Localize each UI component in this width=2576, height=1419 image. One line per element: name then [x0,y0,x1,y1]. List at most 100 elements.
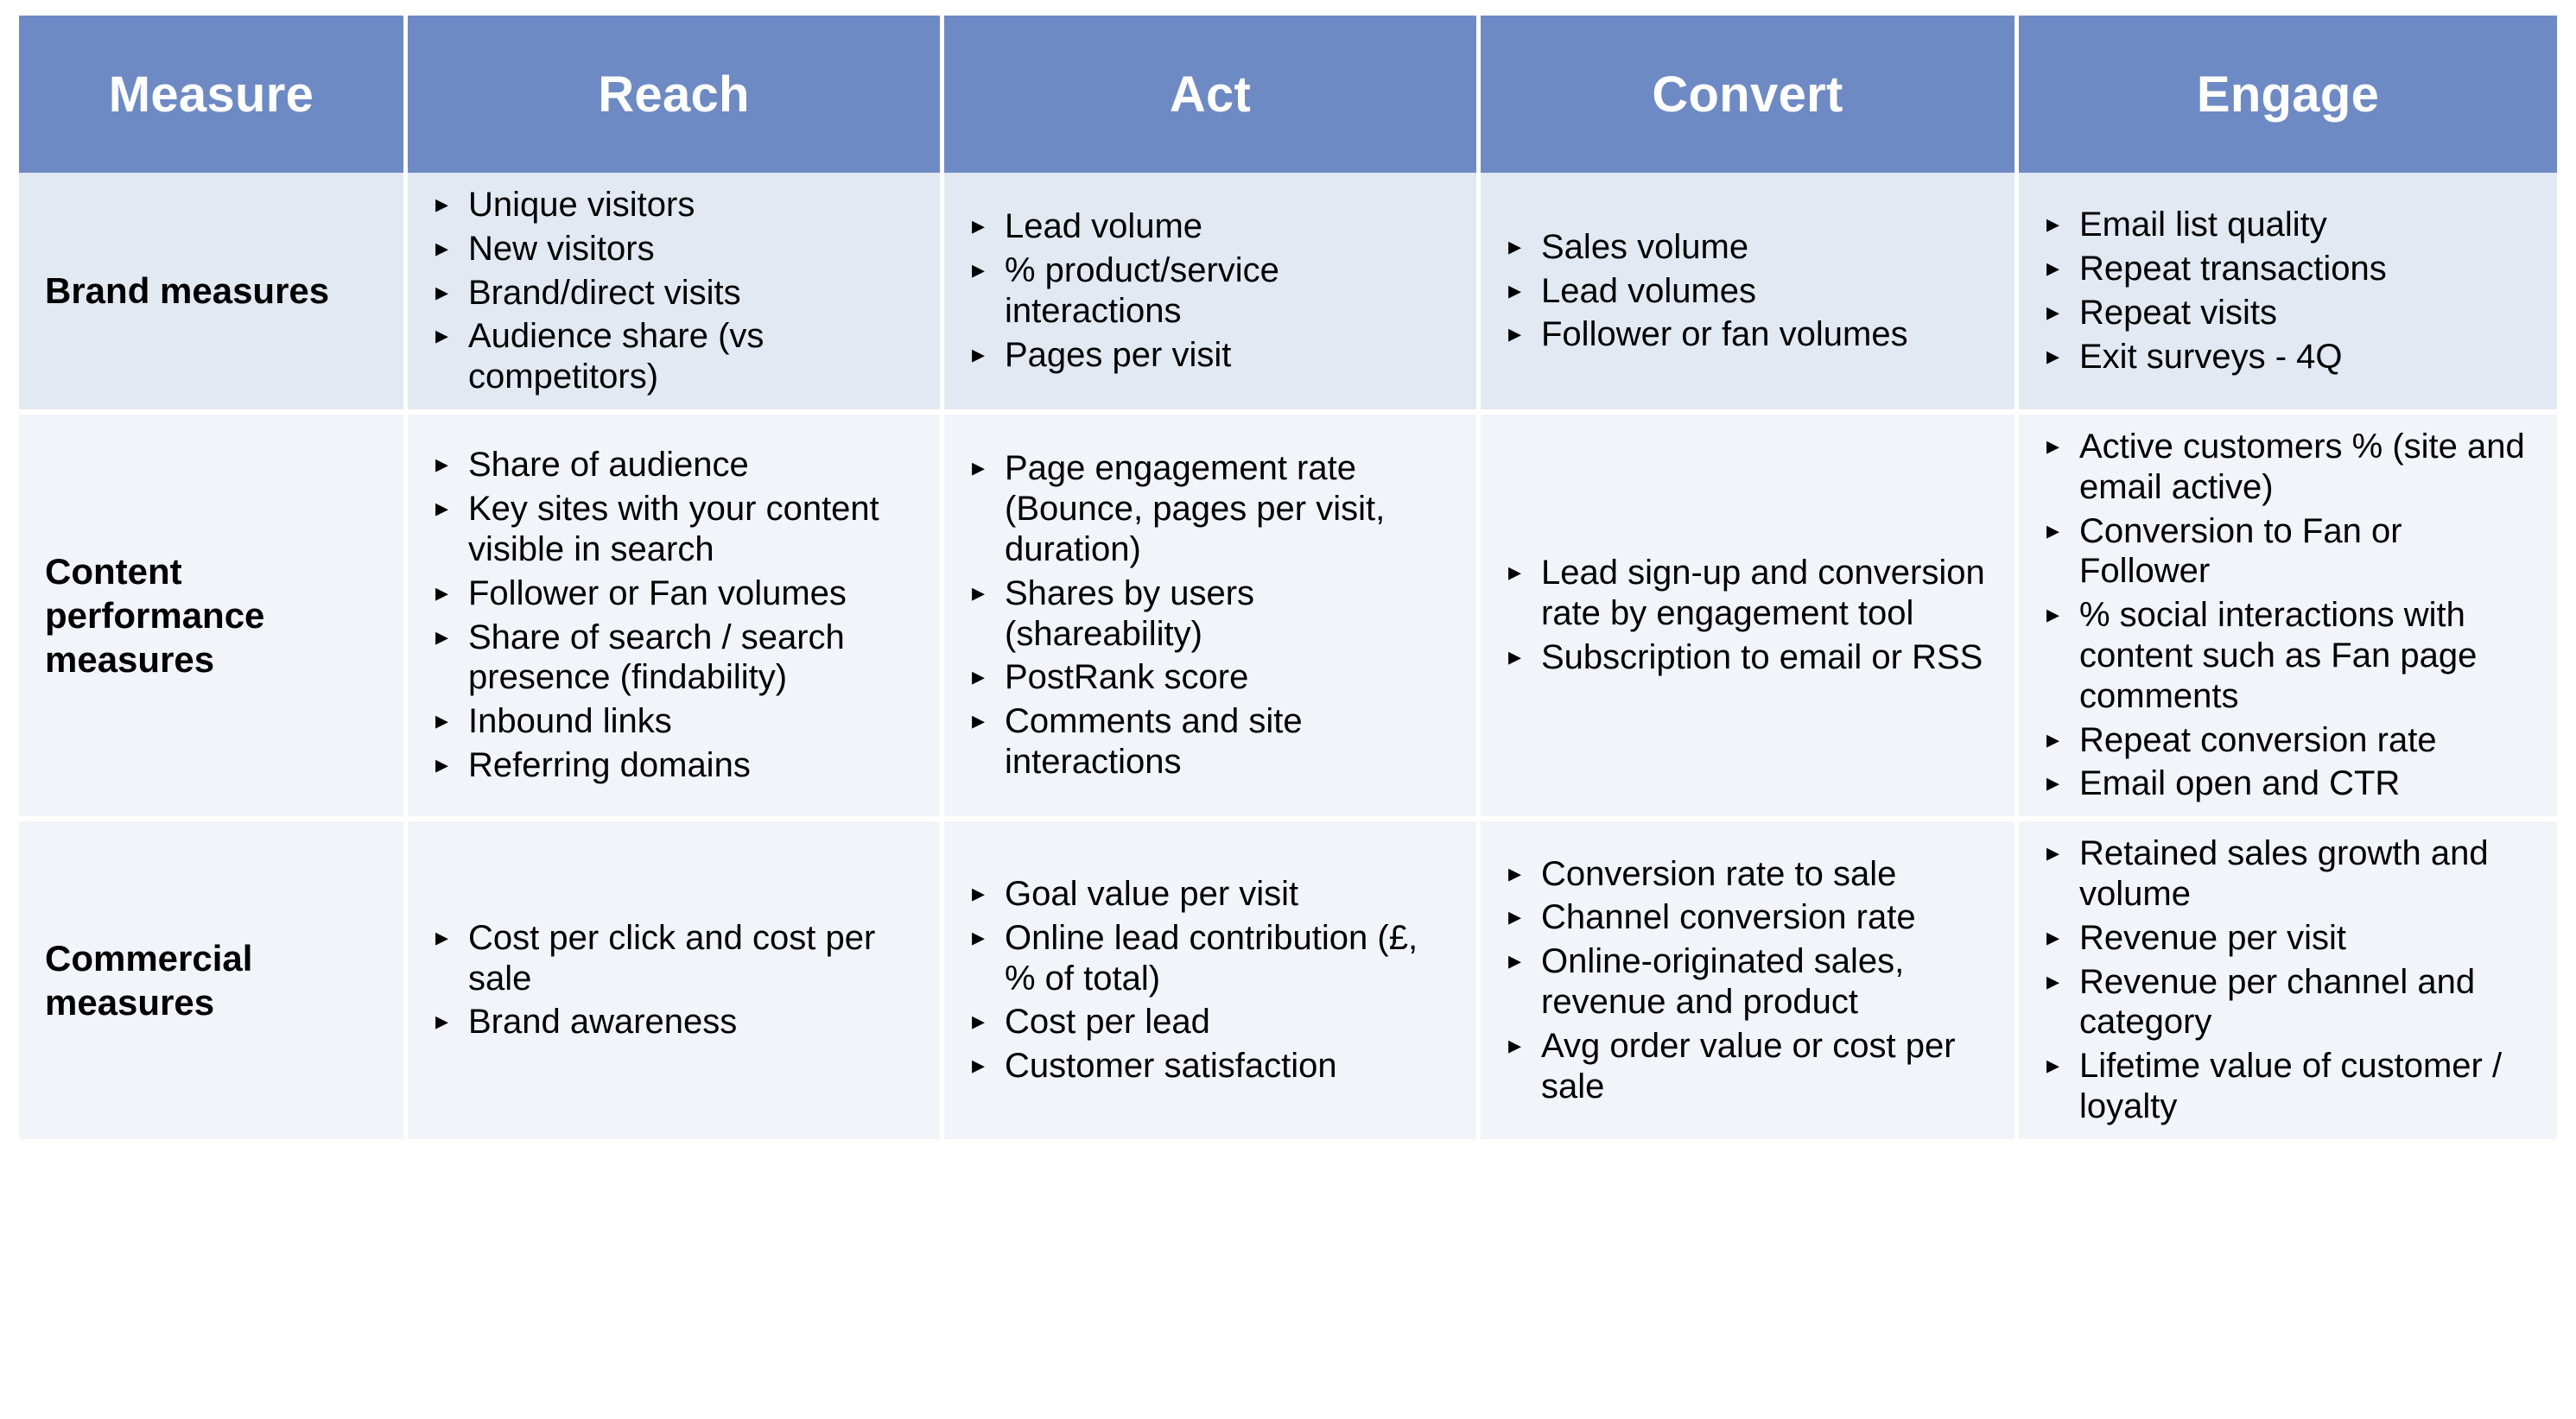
cell-content-engage: ▸Active customers % (site and email acti… [2019,414,2557,822]
column-header-act: Act [944,16,1481,173]
list-item-label: Online-originated sales, revenue and pro… [1541,942,1905,1021]
triangle-bullet-icon: ▸ [2046,922,2060,952]
list-item-label: PostRank score [1005,658,1249,697]
list-item: ▸ Retained sales growth and volume [2041,833,2538,915]
list-item-label: Repeat visits [2079,293,2277,332]
list-item: ▸Online lead contribution (£, % of total… [967,918,1457,999]
list-item: ▸Email open and CTR [2041,763,2538,804]
triangle-bullet-icon: ▸ [972,706,986,736]
bullet-list: ▸ Lead sign-up and conversion rate by eng… [1481,553,2014,677]
bullet-list: ▸Lead volume ▸% product/service interact… [944,206,1476,375]
bullet-list: ▸Email list quality ▸ Repeat transactions… [2019,205,2557,377]
list-item: ▸ Lead volumes [1503,271,1995,312]
list-item: ▸ % social interactions with content such… [2041,595,2538,716]
list-item-label: Channel conversion rate [1541,898,1916,937]
triangle-bullet-icon: ▸ [1508,231,1522,261]
cell-brand-act: ▸Lead volume ▸% product/service interact… [944,173,1481,415]
column-header-engage: Engage [2019,16,2557,173]
bullet-list: ▸ Share of audience ▸ Key sites with your … [408,445,940,785]
list-item: ▸Cost per lead [967,1002,1457,1042]
triangle-bullet-icon: ▸ [2046,516,2060,545]
list-item: ▸Channel conversion rate [1503,897,1995,938]
list-item: ▸Customer satisfaction [967,1046,1457,1086]
list-item: ▸Email list quality [2041,205,2538,245]
list-item: ▸Repeat conversion rate [2041,720,2538,761]
list-item-label: Revenue per visit [2079,918,2347,957]
table-body: Brand measures ▸ Unique visitors ▸New vis… [19,173,2557,1139]
triangle-bullet-icon: ▸ [435,578,449,607]
list-item-label: Repeat transactions [2079,250,2387,288]
list-item-label: Lead sign-up and conversion rate by enga… [1541,554,1985,633]
list-item: ▸Goal value per visit [967,874,1457,915]
cell-content-act: ▸ Page engagement rate (Bounce, pages per… [944,414,1481,822]
list-item-label: Key sites with your content visible in s… [468,490,879,568]
cell-commercial-act: ▸Goal value per visit ▸Online lead contr… [944,821,1481,1139]
list-item: ▸ Follower or Fan volumes [430,573,921,614]
list-item-label: Lead volume [1005,207,1203,246]
list-item: ▸Sales volume [1503,227,1995,268]
list-item-label: Brand/direct visits [468,273,741,312]
list-item: ▸Online-originated sales, revenue and pr… [1503,941,1995,1023]
list-item: ▸Exit surveys - 4Q [2041,337,2538,377]
list-item: ▸Comments and site interactions [967,701,1457,782]
triangle-bullet-icon: ▸ [2046,769,2060,798]
triangle-bullet-icon: ▸ [2046,431,2060,460]
list-item-label: Retained sales growth and volume [2079,834,2489,913]
cell-commercial-convert: ▸Conversion rate to sale ▸Channel conver… [1481,821,2019,1139]
list-item-label: Follower or Fan volumes [468,573,847,612]
triangle-bullet-icon: ▸ [972,662,986,692]
list-item-label: Referring domains [468,745,751,784]
list-item-label: Online lead contribution (£, % of total) [1005,918,1418,998]
list-item: ▸Shares by users (shareability) [967,573,1457,655]
triangle-bullet-icon: ▸ [435,750,449,779]
cell-content-convert: ▸ Lead sign-up and conversion rate by eng… [1481,414,2019,822]
list-item-label: % social interactions with content such … [2079,596,2478,715]
list-item: ▸New visitors [430,229,921,269]
list-item: ▸ Repeat visits [2041,293,2538,333]
triangle-bullet-icon: ▸ [1508,276,1522,305]
list-item: ▸Avg order value or cost per sale [1503,1026,1995,1107]
table-row-brand-measures: Brand measures ▸ Unique visitors ▸New vis… [19,173,2557,415]
cell-brand-convert: ▸Sales volume ▸Lead volumes ▸Follower or… [1481,173,2019,415]
row-label-brand-measures: Brand measures [19,173,408,415]
table-row-commercial-measures: Commercial measures ▸Cost per click and … [19,821,2557,1139]
list-item: ▸Cost per click and cost per sale [430,918,921,999]
list-item-label: Share of search / search presence (finda… [468,618,845,697]
triangle-bullet-icon: ▸ [2046,297,2060,326]
cell-brand-engage: ▸Email list quality ▸ Repeat transactions… [2019,173,2557,415]
triangle-bullet-icon: ▸ [972,212,986,241]
triangle-bullet-icon: ▸ [2046,839,2060,868]
triangle-bullet-icon: ▸ [2046,341,2060,371]
list-item-label: Inbound links [468,702,672,741]
triangle-bullet-icon: ▸ [2046,725,2060,754]
triangle-bullet-icon: ▸ [972,256,986,285]
triangle-bullet-icon: ▸ [2046,600,2060,630]
triangle-bullet-icon: ▸ [972,339,986,369]
list-item-label: Cost per click and cost per sale [468,918,876,998]
table-row-content-performance-measures: Content performance measures ▸ Share of a… [19,414,2557,822]
list-item-label: Share of audience [468,446,749,485]
bullet-list: ▸Conversion rate to sale ▸Channel conver… [1481,854,2014,1107]
list-item-label: Unique visitors [468,186,695,224]
triangle-bullet-icon: ▸ [435,622,449,651]
row-label-content-performance-measures: Content performance measures [19,414,408,822]
list-item-label: Page engagement rate (Bounce, pages per … [1005,449,1386,568]
list-item: ▸ Lead volume [967,206,1457,247]
list-item: ▸Conversion rate to sale [1503,854,1995,895]
list-item: ▸ Revenue per visit [2041,918,2538,959]
header-row: Measure Reach Act Convert Engage [19,16,2557,173]
measures-matrix-table: Measure Reach Act Convert Engage Brand m… [19,16,2557,1139]
bullet-list: ▸ Retained sales growth and volume ▸ Reven… [2019,833,2557,1127]
list-item-label: Lead volumes [1541,271,1757,310]
list-item-label: Revenue per channel and category [2079,962,2476,1042]
list-item-label: Brand awareness [468,1003,738,1042]
list-item-label: Conversion rate to sale [1541,854,1897,893]
triangle-bullet-icon: ▸ [435,494,449,523]
triangle-bullet-icon: ▸ [435,277,449,307]
triangle-bullet-icon: ▸ [435,190,449,219]
bullet-list: ▸Sales volume ▸Lead volumes ▸Follower or… [1481,227,2014,355]
triangle-bullet-icon: ▸ [1508,558,1522,587]
list-item: ▸ Lead sign-up and conversion rate by eng… [1503,553,1995,634]
triangle-bullet-icon: ▸ [972,453,986,483]
list-item: ▸ Brand/direct visits [430,273,921,314]
